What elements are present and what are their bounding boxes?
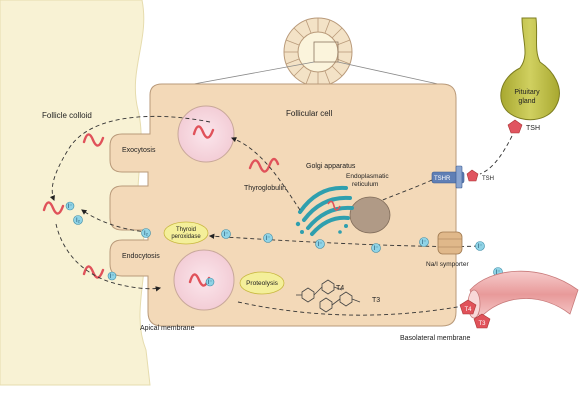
svg-text:I₂: I₂ — [76, 218, 81, 224]
golgi-apparatus — [298, 185, 354, 236]
svg-text:I⁻: I⁻ — [110, 274, 115, 280]
follicle-colloid-region — [0, 0, 151, 386]
tsh-receptor — [431, 165, 465, 189]
svg-text:I₂: I₂ — [144, 231, 149, 237]
t3-hormone-icon — [473, 313, 491, 329]
colloid-to-endocytosis-arrow — [55, 223, 162, 292]
follicular-cell-label: Follicular cell — [286, 109, 332, 118]
iodine-on-thyroglobulin: I⁻ — [205, 277, 215, 287]
peroxidase-label-line2: peroxidase — [171, 234, 201, 240]
svg-text:I⁻: I⁻ — [208, 280, 213, 286]
iodine-on-thyroglobulin: I⁻ — [65, 201, 75, 211]
golgi-label: Golgi apparatus — [306, 163, 356, 170]
colloid-thyroglobulin-3 — [82, 265, 105, 279]
pituitary-gland — [500, 17, 560, 121]
thyroid-peroxidase — [163, 221, 209, 245]
iodide-ion: I⁻ — [221, 229, 231, 239]
endocytosis-label: Endocytosis — [122, 253, 160, 260]
follicular-cell-body — [109, 83, 457, 327]
iodide-ion: I⁻ — [315, 239, 325, 249]
golgi-to-exocytosis-arrow — [230, 137, 301, 211]
iodine-to-colloid-arrow — [81, 209, 149, 233]
t4-label: T4 — [336, 285, 344, 292]
symporter-label: Na/I symporter — [426, 261, 469, 268]
t4-hormone-icon — [459, 299, 477, 315]
golgi-vesicles — [295, 221, 348, 234]
pituitary-label-line1: Pituitary — [514, 89, 540, 96]
endocytosis-vesicle — [173, 249, 235, 311]
svg-text:I⁻: I⁻ — [266, 236, 271, 242]
colloid-thyroglobulin-1 — [82, 133, 105, 147]
svg-text:I⁻: I⁻ — [68, 204, 73, 210]
tshr-label: TSHR — [434, 176, 451, 182]
tsh-receptor-side-label: TSH — [482, 176, 494, 182]
exocytosis-label: Exocytosis — [122, 147, 156, 154]
svg-text:I⁻: I⁻ — [224, 232, 229, 238]
iodine-molecule: I₂ — [73, 215, 83, 225]
thyroglobulin-in-golgi — [327, 200, 341, 211]
tsh-hormone-icon — [507, 119, 523, 134]
iodide-ion: I⁻ — [263, 233, 273, 243]
er-label-line1: Endoplasmatic — [346, 173, 389, 180]
svg-text:I⁻: I⁻ — [478, 244, 483, 250]
svg-text:I⁻: I⁻ — [318, 242, 323, 248]
iodide-ion: I⁻ — [419, 237, 429, 247]
basolateral-membrane-label: Basolateral membrane — [400, 335, 471, 342]
follicle-colloid-label: Follicle colloid — [42, 111, 92, 120]
iodide-ion: I⁻ — [475, 241, 485, 251]
bound-tsh-icon — [466, 169, 479, 182]
iodide-markers: I⁻ I⁻ I⁻ I⁻ I⁻ I⁻ I₂ I₂ I⁻ I⁻ I⁻ I⁻ — [65, 201, 503, 287]
colloid-thyroglobulin-2 — [42, 201, 65, 215]
t3-label: T3 — [372, 297, 380, 304]
na-i-symporter — [437, 231, 463, 255]
exocytosis-to-colloid-arrow — [49, 115, 211, 202]
pituitary-label-line2: gland — [518, 98, 535, 105]
endocytosed-thyroglobulin-icon — [188, 273, 211, 287]
tsh-signal-arrow — [479, 135, 513, 175]
apical-membrane-label: Apical membrane — [140, 325, 195, 332]
vesicle-thyroglobulin-icon — [192, 125, 215, 139]
er-label-line2: reticulum — [352, 181, 378, 188]
blood-t3-label: T3 — [478, 321, 486, 327]
proteolysis-label: Proteolysis — [246, 280, 279, 287]
svg-text:I⁻: I⁻ — [422, 240, 427, 246]
svg-text:I⁻: I⁻ — [496, 270, 501, 276]
thyroglobulin-icon — [248, 157, 280, 173]
t3-structure-icon — [319, 291, 361, 313]
blood-t4-label: T4 — [464, 307, 472, 313]
svg-text:I⁻: I⁻ — [374, 246, 379, 252]
iodine-molecule: I₂ — [141, 228, 151, 238]
thyroglobulin-label: Thyroglobulin — [244, 185, 286, 192]
exocytosis-vesicle — [177, 105, 235, 163]
tsh-label: TSH — [526, 125, 540, 132]
peroxidase-label-line1: Thyroid — [176, 227, 196, 233]
iodine-on-thyroglobulin: I⁻ — [107, 271, 117, 281]
iodide-ion: I⁻ — [371, 243, 381, 253]
endoplasmic-reticulum — [349, 196, 391, 234]
follicle-inset-icon — [149, 17, 439, 93]
t4-structure-icon — [296, 279, 343, 303]
blood-vessel — [467, 270, 579, 319]
proteolysis-enzyme — [239, 271, 285, 295]
